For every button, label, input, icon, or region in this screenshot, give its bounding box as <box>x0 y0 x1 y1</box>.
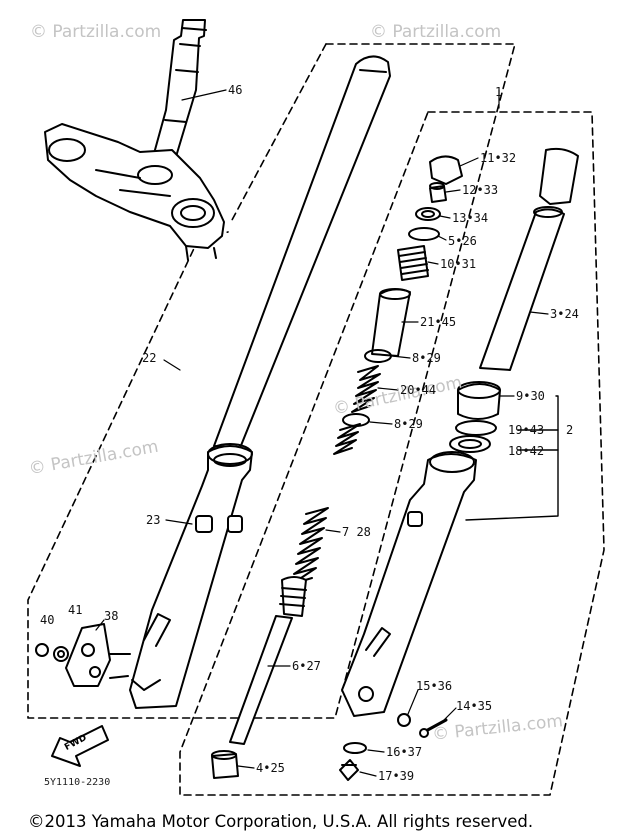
callout-2: 2 <box>566 423 574 437</box>
callout-4-25: 4•25 <box>256 761 285 775</box>
callout-8-29-bottom: 8•29 <box>394 417 423 431</box>
callout-8-29-top: 8•29 <box>412 351 441 365</box>
callout-21-45: 21•45 <box>420 315 457 329</box>
callout-14-35: 14•35 <box>456 699 493 713</box>
callout-38: 38 <box>104 609 119 623</box>
callout-7-28: 7 28 <box>342 525 371 539</box>
outer-tube-2 <box>341 451 477 717</box>
bolt-12-33 <box>429 182 447 203</box>
cap-11-32 <box>429 155 463 185</box>
callout-9-30: 9•30 <box>516 389 545 403</box>
bolt-17-39 <box>339 759 359 781</box>
watermark: © Partzilla.com <box>370 22 502 42</box>
washer-40 <box>35 643 49 657</box>
inner-tube-3-24 <box>479 147 579 371</box>
brake-caliper-38 <box>65 623 131 687</box>
callout-1: 1 <box>495 85 503 99</box>
callout-23: 23 <box>146 513 161 527</box>
callout-15-36: 15•36 <box>416 679 453 693</box>
under-bracket <box>44 123 225 261</box>
callout-11-32: 11•32 <box>480 151 517 165</box>
copyright-notice: ©2013 Yamaha Motor Corporation, U.S.A. A… <box>28 812 534 831</box>
bracket-line-2 <box>465 395 559 521</box>
clip-19-43 <box>455 420 497 436</box>
outer-tube-23 <box>129 443 253 709</box>
callout-6-27: 6•27 <box>292 659 321 673</box>
o-ring-13-34 <box>415 207 441 221</box>
ring-5-26 <box>408 227 440 241</box>
fork-tube-22 <box>213 55 391 449</box>
callout-20-44: 20•44 <box>400 383 437 397</box>
steering-stem-46 <box>149 19 207 171</box>
washer-8-29-top <box>364 349 392 363</box>
washer-16-37 <box>343 742 367 754</box>
watermark: © Partzilla.com <box>30 22 162 42</box>
oil-seal-18-42 <box>449 435 491 453</box>
damper-rod-6-27 <box>229 576 307 745</box>
callout-5-26: 5•26 <box>448 234 477 248</box>
leader-lines <box>95 89 549 777</box>
nut-41 <box>53 646 69 662</box>
spring-20-44 <box>351 365 381 413</box>
callout-46: 46 <box>228 83 243 97</box>
callout-18-42: 18•42 <box>508 444 545 458</box>
callout-19-43: 19•43 <box>508 423 545 437</box>
fwd-arrow-icon <box>51 725 109 767</box>
oil-lock-piece-4-25 <box>211 750 239 779</box>
spring-seat-10-31 <box>397 245 429 281</box>
callout-12-33: 12•33 <box>462 183 499 197</box>
fork-spring-7-28 <box>291 507 329 585</box>
spacer-21-45 <box>371 288 411 357</box>
diagram-code: 5Y1110-2230 <box>44 777 111 788</box>
bolt-14-35 <box>419 718 448 738</box>
dust-seal-9-30 <box>457 381 501 420</box>
callout-41: 41 <box>68 603 83 617</box>
callout-16-37: 16•37 <box>386 745 423 759</box>
callout-22: 22 <box>142 351 157 365</box>
drain-screw-15-36 <box>397 713 411 727</box>
callout-3-24: 3•24 <box>550 307 579 321</box>
assembly-outline-1 <box>179 111 605 796</box>
spring-lower <box>333 423 361 455</box>
callout-10-31: 10•31 <box>440 257 477 271</box>
callout-17-39: 17•39 <box>378 769 415 783</box>
callout-40: 40 <box>40 613 55 627</box>
callout-13-34: 13•34 <box>452 211 489 225</box>
